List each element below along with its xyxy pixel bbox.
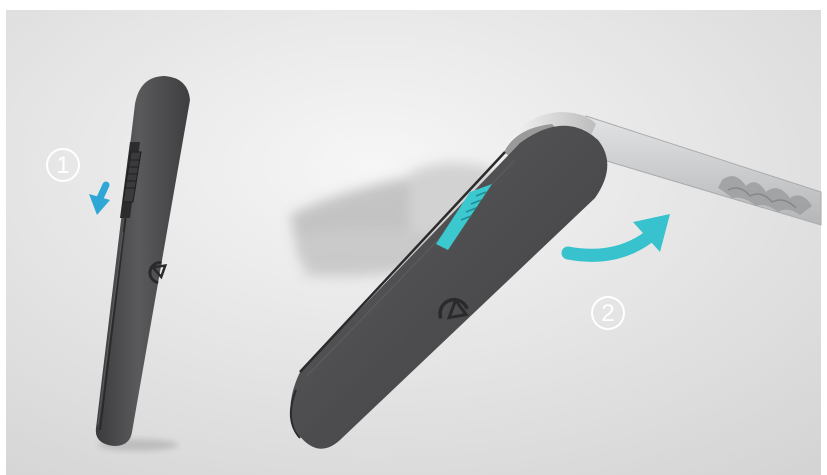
top-border — [0, 0, 827, 10]
right-border — [821, 0, 827, 475]
step-2-number: 2 — [601, 300, 614, 327]
step-1-number: 1 — [56, 152, 69, 179]
left-border — [0, 0, 6, 475]
